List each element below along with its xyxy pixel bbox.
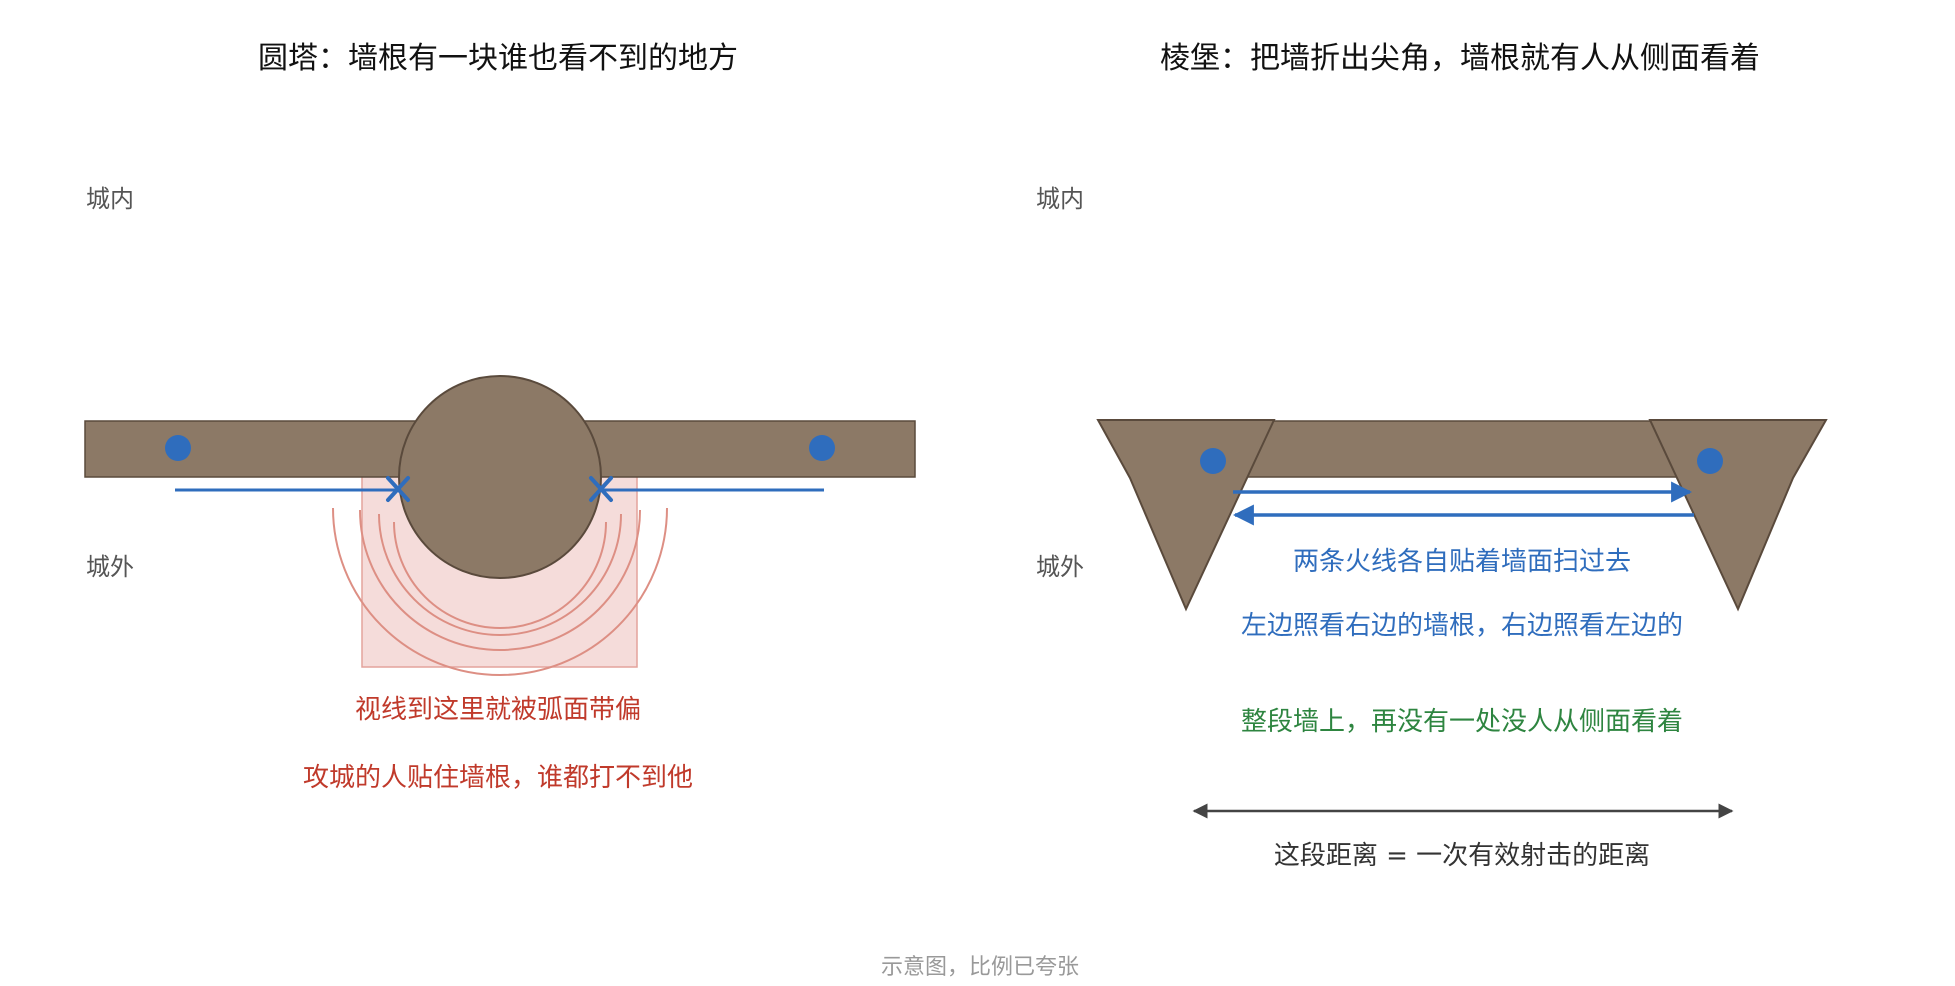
defender-icon [809, 435, 835, 461]
left-caption-2: 攻城的人贴住墙根，谁都打不到他 [303, 763, 693, 793]
left-inside-label: 城内 [86, 185, 134, 213]
arc-3 [359, 509, 641, 651]
defender-icon [1697, 448, 1723, 474]
left-bastion [1096, 419, 1276, 612]
right-outside-label: 城外 [1036, 553, 1084, 581]
right-inside-label: 城内 [1036, 185, 1084, 213]
blocked-x-icon [386, 476, 410, 502]
distance-label: 这段距离 = 一次有效射击的距离 [1274, 841, 1650, 871]
left-title: 圆塔：墙根有一块谁也看不到的地方 [258, 41, 738, 76]
deflection-arcs [332, 507, 668, 676]
round-tower [398, 375, 602, 579]
right-caption-1: 两条火线各自贴着墙面扫过去 [1293, 547, 1631, 577]
arc-1 [393, 521, 607, 629]
footnote: 示意图，比例已夸张 [881, 955, 1079, 980]
right-caption-2: 左边照看右边的墙根，右边照看左边的 [1241, 611, 1683, 641]
right-caption-3: 整段墙上，再没有一处没人从侧面看着 [1241, 707, 1683, 737]
right-panel: 棱堡：把墙折出尖角，墙根就有人从侧面看着 城内 城外 两条火线各自贴着墙面扫过去… [1036, 41, 1828, 871]
left-caption-1: 视线到这里就被弧面带偏 [355, 695, 641, 725]
right-title: 棱堡：把墙折出尖角，墙根就有人从侧面看着 [1160, 41, 1760, 76]
right-bastion [1648, 419, 1828, 612]
arc-4 [332, 507, 668, 676]
blocked-x-icon [589, 476, 613, 502]
arc-2 [378, 513, 622, 636]
left-panel: 圆塔：墙根有一块谁也看不到的地方 城内 城外 视线 [84, 41, 916, 793]
defender-icon [1200, 448, 1226, 474]
defender-icon [165, 435, 191, 461]
left-outside-label: 城外 [86, 553, 134, 581]
